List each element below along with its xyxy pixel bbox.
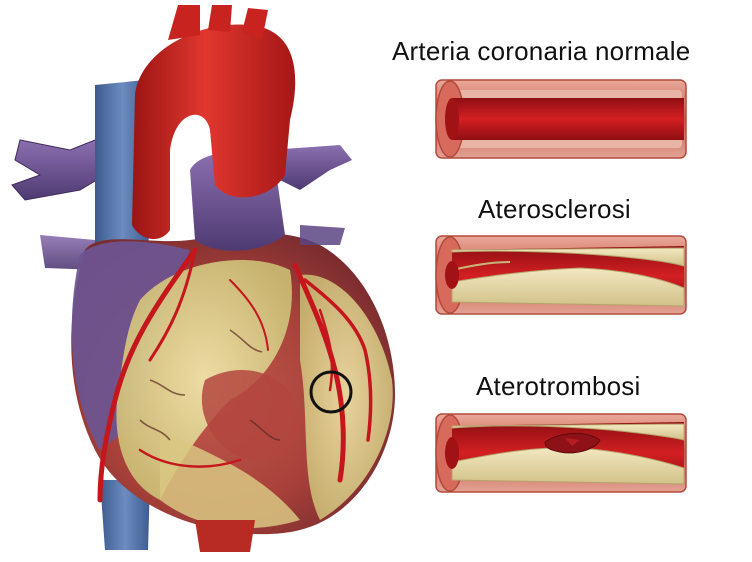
atherosclerosis-artery-illustration bbox=[436, 236, 686, 314]
heart-illustration bbox=[12, 5, 395, 552]
label-atherosclerosis: Aterosclerosi bbox=[478, 194, 631, 225]
normal-artery-illustration bbox=[436, 80, 686, 158]
atherothrombosis-artery-illustration bbox=[436, 414, 686, 492]
label-atherothrombosis: Aterotrombosi bbox=[476, 371, 640, 402]
pulmonary-vein-left-icon bbox=[12, 140, 105, 200]
label-normal-artery: Arteria coronaria normale bbox=[392, 36, 690, 67]
